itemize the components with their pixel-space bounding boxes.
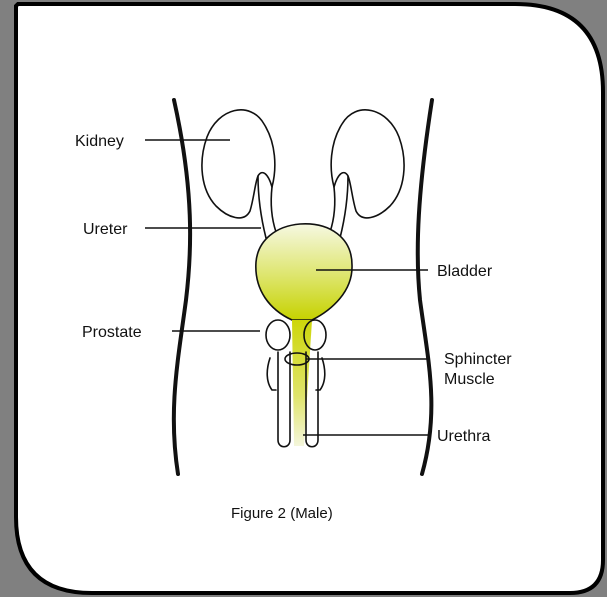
label-sphincter-line1: Sphincter xyxy=(444,351,512,368)
label-urethra: Urethra xyxy=(437,428,490,445)
label-kidney: Kidney xyxy=(75,133,124,150)
label-ureter: Ureter xyxy=(83,221,128,238)
label-sphincter-line2: Muscle xyxy=(444,371,495,388)
figure-caption: Figure 2 (Male) xyxy=(231,505,333,522)
label-prostate: Prostate xyxy=(82,324,142,341)
label-bladder: Bladder xyxy=(437,263,493,280)
